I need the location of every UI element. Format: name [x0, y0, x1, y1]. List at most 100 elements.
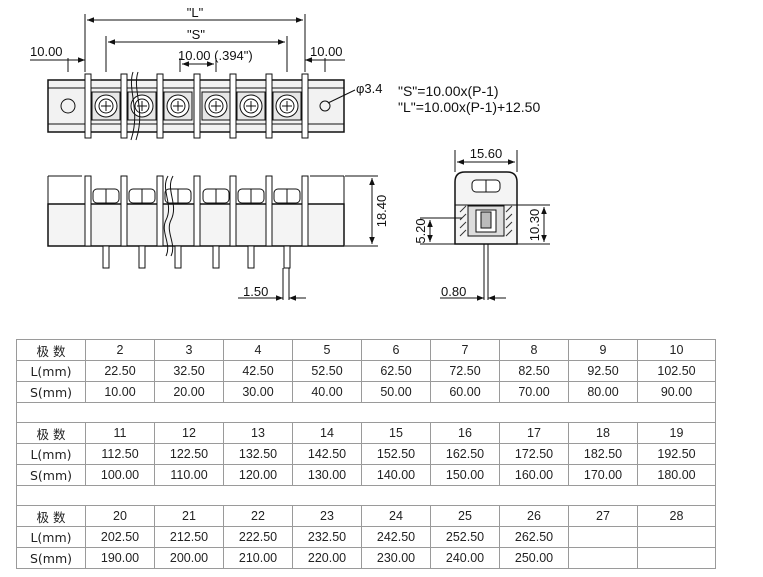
- table-cell: 240.00: [430, 547, 500, 569]
- table-cell: 24: [361, 505, 431, 527]
- dim-hole-label: φ3.4: [356, 81, 383, 96]
- screw-head: [128, 188, 156, 204]
- screw-head: [273, 188, 301, 204]
- table-cell: 80.00: [568, 381, 638, 403]
- table-cell: 52.50: [292, 360, 362, 382]
- dim-left-pitch-label: 10.00: [30, 44, 63, 59]
- row-label-spacing: S(mm): [16, 464, 86, 486]
- table-cell: 7: [430, 339, 500, 361]
- top-view-terminals: [84, 71, 309, 141]
- table-cell: 110.00: [154, 464, 224, 486]
- table-cell: 15: [361, 422, 431, 444]
- table-cell: 190.00: [85, 547, 155, 569]
- row-label-poles: 极 数: [16, 505, 86, 527]
- table-cell: 82.50: [499, 360, 569, 382]
- table-cell: 160.00: [499, 464, 569, 486]
- dim-L-label: "L": [187, 5, 204, 20]
- table-cell: 140.00: [361, 464, 431, 486]
- table-cell: 202.50: [85, 526, 155, 548]
- table-cell: 22: [223, 505, 293, 527]
- table-cell: 122.50: [154, 443, 224, 465]
- table-cell: 132.50: [223, 443, 293, 465]
- table-cell: 220.00: [292, 547, 362, 569]
- table-cell: 222.50: [223, 526, 293, 548]
- barrier: [265, 175, 273, 247]
- dim-S-label: "S": [187, 27, 205, 42]
- table-cell: 212.50: [154, 526, 224, 548]
- table-cell: 252.50: [430, 526, 500, 548]
- table-cell: 4: [223, 339, 293, 361]
- table-cell: 18: [568, 422, 638, 444]
- table-cell: 20: [85, 505, 155, 527]
- pin: [212, 245, 220, 269]
- table-cell: 5: [292, 339, 362, 361]
- row-label-length: L(mm): [16, 360, 86, 382]
- barrier: [120, 73, 128, 139]
- table-cell: 172.50: [499, 443, 569, 465]
- table-cell: 232.50: [292, 526, 362, 548]
- table-cell: 10.00: [85, 381, 155, 403]
- table-cell: 250.00: [499, 547, 569, 569]
- table-cell: 10: [637, 339, 716, 361]
- table-cell: 262.50: [499, 526, 569, 548]
- terminal-block-drawing: "L" "S" 10.00 10.00 (.394") 10.00 φ3.4 "…: [30, 5, 550, 301]
- table-cell: 30.00: [223, 381, 293, 403]
- screw-terminal: [236, 91, 266, 121]
- top-view-dimensions: [30, 17, 356, 104]
- row-label-length: L(mm): [16, 443, 86, 465]
- table-cell: 23: [292, 505, 362, 527]
- table-cell: 32.50: [154, 360, 224, 382]
- table-cell: 27: [568, 505, 638, 527]
- table-cell: 100.00: [85, 464, 155, 486]
- table-cell: 70.00: [499, 381, 569, 403]
- table-cell: 19: [637, 422, 716, 444]
- dim-side-low-label: 5.20: [413, 218, 428, 243]
- table-cell: 8: [499, 339, 569, 361]
- barrier: [193, 73, 201, 139]
- formula-L: "L"=10.00x(P-1)+12.50: [398, 99, 540, 115]
- barrier: [265, 73, 273, 139]
- screw-terminal: [127, 91, 157, 121]
- barrier: [156, 73, 164, 139]
- screw-head: [202, 188, 230, 204]
- table-cell: 130.00: [292, 464, 362, 486]
- pin: [247, 245, 255, 269]
- dim-pin-label: 1.50: [243, 284, 268, 299]
- screw-terminal: [163, 91, 193, 121]
- table-cell: 16: [430, 422, 500, 444]
- table-cell: 40.00: [292, 381, 362, 403]
- table-cell: 182.50: [568, 443, 638, 465]
- spacer-cell: [16, 402, 716, 423]
- table-cell: 21: [154, 505, 224, 527]
- table-cell: 20.00: [154, 381, 224, 403]
- table-cell: 60.00: [430, 381, 500, 403]
- wire: [168, 175, 175, 257]
- table-cell: 13: [223, 422, 293, 444]
- pin: [283, 245, 291, 269]
- row-label-spacing: S(mm): [16, 547, 86, 569]
- row-label-poles: 极 数: [16, 339, 86, 361]
- row-label-spacing: S(mm): [16, 381, 86, 403]
- table-cell: 142.50: [292, 443, 362, 465]
- pin: [138, 245, 146, 269]
- table-cell: 25: [430, 505, 500, 527]
- table-cell: 50.00: [361, 381, 431, 403]
- wire: [163, 175, 170, 257]
- table-cell: 150.00: [430, 464, 500, 486]
- table-cell: 120.00: [223, 464, 293, 486]
- spacer-cell: [16, 485, 716, 506]
- table-cell: 230.00: [361, 547, 431, 569]
- front-view-dimensions: [238, 175, 378, 301]
- table-cell: 242.50: [361, 526, 431, 548]
- table-cell: 42.50: [223, 360, 293, 382]
- table-cell: [568, 526, 638, 548]
- table-cell: 200.00: [154, 547, 224, 569]
- screw-terminal: [201, 91, 231, 121]
- barrier: [229, 73, 237, 139]
